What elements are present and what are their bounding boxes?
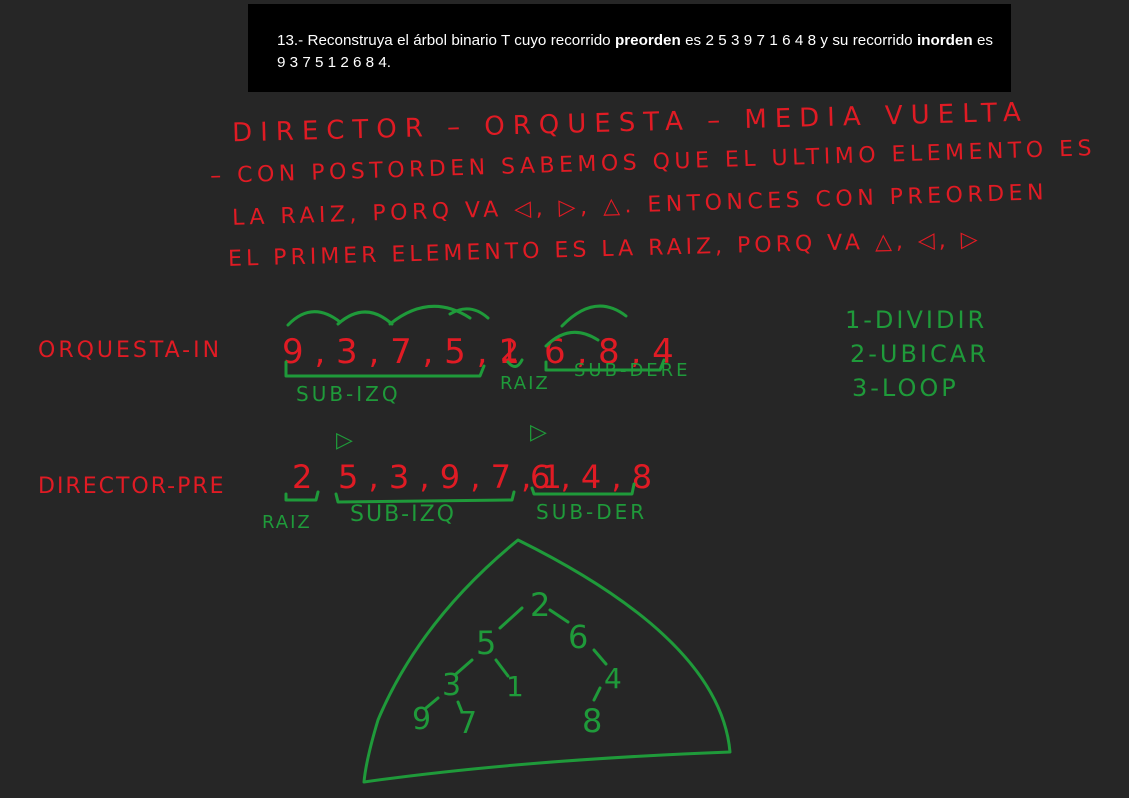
tree-node-2: 2	[530, 586, 551, 624]
preorder-root: 2	[292, 458, 313, 496]
inorder-right: 6 , 8 , 4	[544, 332, 674, 372]
inorder-root: 2	[500, 334, 520, 369]
bracket-sub-der-pre	[530, 482, 636, 496]
tree-node-5: 5	[476, 624, 497, 662]
arc	[544, 330, 600, 348]
inorden-text: es 9 3 7 5 1 2 6 8 4.	[277, 32, 994, 71]
problem-prefix: 13.- Reconstruya el árbol binario T cuyo…	[277, 32, 615, 49]
preorder-left-caption: SUB-IZQ	[350, 502, 456, 527]
tree-node-1: 1	[506, 670, 524, 703]
tree-edge	[494, 658, 510, 678]
tree-triangle	[362, 538, 732, 784]
preorder-left: 5 , 3 , 9 , 7 , 1	[338, 458, 562, 496]
arc	[286, 310, 342, 327]
tree-node-4: 4	[604, 662, 622, 695]
preorder-label: DIRECTOR-PRE	[38, 474, 226, 499]
step-1: 1-DIVIDIR	[845, 306, 988, 334]
preorden-label: preorden	[614, 32, 681, 49]
arc	[448, 307, 490, 320]
preorder-arrow-right: ▷	[530, 420, 547, 445]
arc	[560, 304, 628, 328]
inorder-root-caption: RAIZ	[500, 373, 550, 394]
tree-edge	[548, 608, 570, 624]
preorder-arrow-left: ▷	[336, 428, 353, 453]
bracket-raiz-pre	[284, 490, 320, 502]
inorden-label: inorden	[916, 32, 973, 49]
problem-statement: 13.- Reconstruya el árbol binario T cuyo…	[248, 4, 1011, 92]
bracket-sub-dere	[544, 358, 666, 372]
bracket-raiz	[506, 358, 524, 368]
tree-node-7: 7	[458, 706, 478, 741]
step-2: 2-UBICAR	[850, 340, 989, 368]
tree-node-9: 9	[412, 702, 432, 737]
inorder-left: 9 , 3 , 7 , 5 , 1	[282, 332, 520, 372]
tree-edge	[454, 658, 474, 676]
inorder-label: ORQUESTA-IN	[38, 338, 223, 363]
preorder-root-caption: RAIZ	[262, 512, 312, 533]
inorder-left-caption: SUB-IZQ	[296, 382, 401, 406]
tree-node-3: 3	[442, 668, 462, 703]
tree-node-6: 6	[568, 618, 589, 656]
bracket-sub-izq-pre	[334, 490, 516, 504]
preorden-text: es 2 5 3 9 7 1 6 4 8 y su recorrido	[680, 32, 917, 49]
step-3: 3-LOOP	[852, 374, 959, 402]
tree-edge	[424, 696, 440, 710]
tree-edge	[592, 686, 602, 702]
tree-edge	[498, 606, 524, 630]
bracket-sub-izq	[284, 360, 486, 378]
arc	[388, 304, 472, 326]
arc	[336, 310, 394, 326]
tree-edge	[592, 648, 608, 666]
tree-edge	[456, 700, 464, 714]
preorder-right-caption: SUB-DER	[536, 500, 648, 524]
tree-node-8: 8	[582, 702, 603, 740]
